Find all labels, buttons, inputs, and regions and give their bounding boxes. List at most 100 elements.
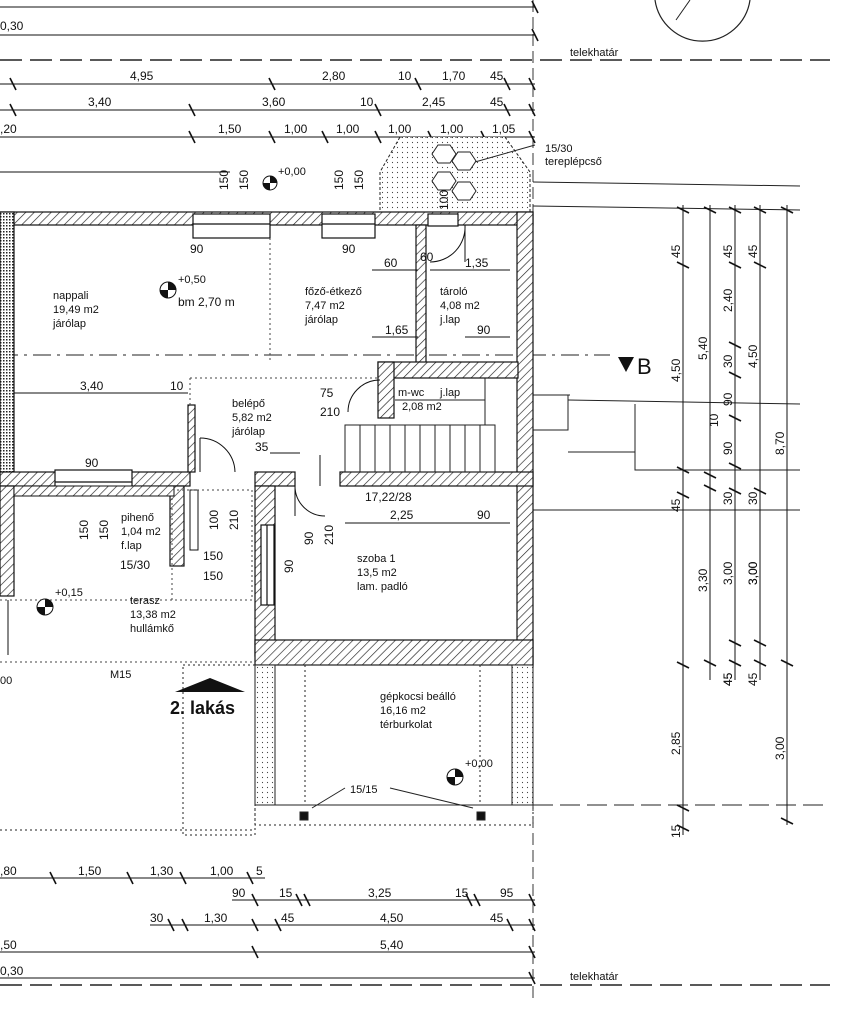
dim-right-col3-1: 2,40 <box>721 288 735 312</box>
dim-top-row4-6: 1,05 <box>492 122 516 136</box>
dim-right-col3-2: 30 <box>721 354 735 368</box>
room-area: 19,49 m2 <box>53 304 99 316</box>
dim-150c: 150 <box>203 569 223 583</box>
dim-bottom-row2-2: 3,25 <box>368 886 392 900</box>
dim-top-row4-4: 1,00 <box>388 122 412 136</box>
room-floor: járólap <box>304 314 338 326</box>
room-name: belépő <box>232 398 265 410</box>
level-marker-carport <box>446 768 464 786</box>
room-kitchen: főző-étkező 7,47 m2 járólap <box>304 286 362 326</box>
level-terrace-text: +0,15 <box>55 587 83 599</box>
dim-top-row3-3: 2,45 <box>422 95 446 109</box>
room-area: 16,16 m2 <box>380 705 426 717</box>
dim-bottom-row1-3: 1,00 <box>210 864 234 878</box>
right-dims-col5: 8,70 3,00 <box>773 431 787 760</box>
dim-75: 75 <box>320 386 334 400</box>
dim-bottom-row3-3: 4,50 <box>380 911 404 925</box>
bottom-dims-row4: ,50 5,40 <box>0 938 404 952</box>
dim-bottom-row3-2: 45 <box>281 911 295 925</box>
room-area: 7,47 m2 <box>305 300 345 312</box>
top-dims-row2: 4,95 2,80 10 1,70 45 <box>130 69 504 83</box>
dim-bottom-row5-0: 0,30 <box>0 964 24 978</box>
bottom-dimension-lines <box>0 871 536 985</box>
dim-right-col1-1: 4,50 <box>669 358 683 382</box>
dim-right-col1-3: 3,30 <box>696 568 710 592</box>
level-carport-text: +0,00 <box>465 758 493 770</box>
right-dims-col4: 45 4,50 3,00 <box>746 244 760 585</box>
dim-bottom-row2-0: 90 <box>232 886 246 900</box>
dim-90d: 90 <box>302 531 316 545</box>
room-landing: pihenő 1,04 m2 f.lap <box>121 512 161 552</box>
dim-bottom-row3-4: 45 <box>490 911 504 925</box>
dim-top-row4-0: ,20 <box>0 122 17 136</box>
interior-dimension-lines <box>14 269 510 524</box>
staircase <box>344 378 496 473</box>
dim-top-row2-2: 10 <box>398 69 412 83</box>
dim-60a: 60 <box>384 256 398 270</box>
dim-100: 100 <box>207 510 221 530</box>
label-terrace-stair: 15/30 <box>120 558 150 572</box>
dim-top-row4-1: 1,50 <box>218 122 242 136</box>
dim-340: 3,40 <box>80 379 104 393</box>
room-nappali: nappali 19,49 m2 járólap <box>52 290 99 330</box>
dim-right-col1-2: 45 <box>669 498 683 512</box>
room-name: szoba 1 <box>357 553 396 565</box>
top-dims-row3: 3,40 3,60 10 2,45 45 <box>88 95 504 109</box>
room-area: 13,5 m2 <box>357 567 397 579</box>
dim-225: 2,25 <box>390 508 414 522</box>
right-dims-col2: 5,40 10 30 3,00 45 <box>696 336 760 686</box>
dim-90: 90 <box>477 323 491 337</box>
room-floor: járólap <box>231 426 265 438</box>
level-entry-text: +0,00 <box>278 166 306 178</box>
dim-bottom-row3-1: 1,30 <box>204 911 228 925</box>
dim-right-col2-3: 3,00 <box>721 561 735 585</box>
label-property-line-bottom: telekhatár <box>570 971 619 983</box>
dim-top-row4-5: 1,00 <box>440 122 464 136</box>
apartment-label: 2. lakás <box>170 698 235 718</box>
room-wc: m-wc j.lap 2,08 m2 <box>398 387 460 413</box>
room-terrace: terasz 13,38 m2 hullámkő <box>130 595 176 635</box>
room-floor: járólap <box>52 318 86 330</box>
garden-stair <box>379 136 536 213</box>
dim-right-col4-2: 3,00 <box>746 561 760 585</box>
dim-right-col3-4: 90 <box>721 441 735 455</box>
dim-90c: 90 <box>282 559 296 573</box>
label-carport-post: 15/15 <box>350 784 378 796</box>
dim-top-row3-1: 3,60 <box>262 95 286 109</box>
vertical-interior-dims: 150 150 150 150 100 150 150 100 210 90 9… <box>77 170 451 573</box>
dim-bottom-row1-1: 1,50 <box>78 864 102 878</box>
dim-right-col2-1: 10 <box>707 413 721 427</box>
dim-right-col1-5: 2,85 <box>669 731 683 755</box>
dim-60b: 60 <box>420 250 434 264</box>
room-name: gépkocsi beálló <box>380 691 456 703</box>
dim-top-row2-3: 1,70 <box>442 69 466 83</box>
dim-135: 1,35 <box>465 256 489 270</box>
room-bedroom: szoba 1 13,5 m2 lam. padló <box>357 553 408 593</box>
dim-right-col1-4: 45 <box>721 672 735 686</box>
dim-right-col3-7: 45 <box>721 672 735 686</box>
dim-bottom-row1-0: ,80 <box>0 864 17 878</box>
label-property-line-top: telekhatár <box>570 47 619 59</box>
dim-top-row4-3: 1,00 <box>336 122 360 136</box>
dim-100b: 100 <box>437 190 451 210</box>
dim-210c: 210 <box>322 525 336 545</box>
dim-right-col2-4: 45 <box>746 672 760 686</box>
terrace <box>7 485 175 655</box>
terrain-lines-right <box>532 181 830 806</box>
room-floor: hullámkő <box>130 623 174 635</box>
dim-right-col3-0: 45 <box>721 244 735 258</box>
dim-150a: 150 <box>217 170 231 190</box>
dim-bottom-row1-2: 1,30 <box>150 864 174 878</box>
dim-150f: 150 <box>352 170 366 190</box>
dim-bottom-row2-3: 15 <box>455 886 469 900</box>
room-name: főző-étkező <box>305 286 362 298</box>
right-dims-col3: 45 2,40 30 90 90 30 3,00 45 <box>721 244 760 686</box>
dim-bottom-row3-0: 30 <box>150 911 164 925</box>
dim-top-row2-0: 4,95 <box>130 69 154 83</box>
label-garden-stair: tereplépcső <box>545 156 602 168</box>
room-storage: tároló 4,08 m2 j.lap <box>439 286 480 326</box>
dim-bottom-row4-1: 5,40 <box>380 938 404 952</box>
room-area: 5,82 m2 <box>232 412 272 424</box>
room-entry: belépő 5,82 m2 járólap <box>231 398 272 438</box>
